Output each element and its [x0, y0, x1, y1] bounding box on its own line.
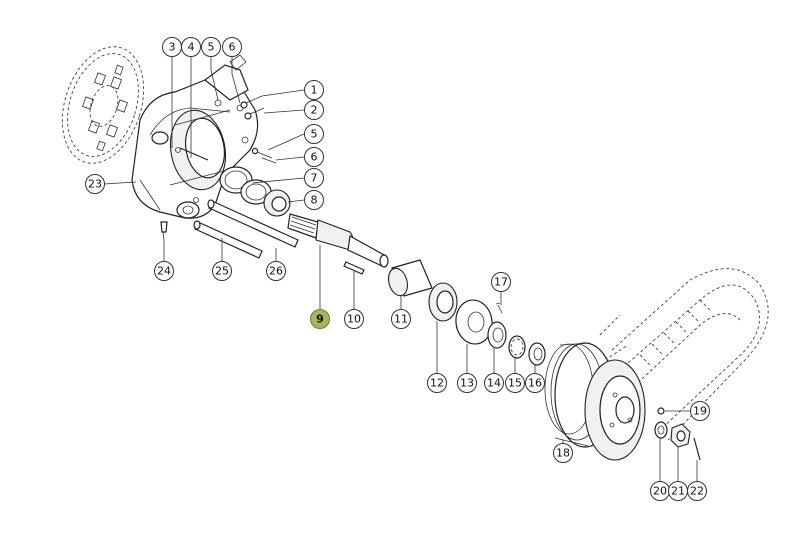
- part-12-bearing: [428, 282, 458, 322]
- svg-text:5: 5: [208, 41, 215, 54]
- callout-15[interactable]: 15: [505, 373, 525, 393]
- svg-text:7: 7: [311, 172, 318, 185]
- callout-21[interactable]: 21: [668, 481, 688, 501]
- part-16-circlip: [528, 342, 546, 366]
- callout-14[interactable]: 14: [484, 373, 504, 393]
- callout-20[interactable]: 20: [650, 481, 670, 501]
- svg-text:17: 17: [494, 276, 508, 289]
- callout-11[interactable]: 11: [391, 309, 411, 329]
- callout-25[interactable]: 25: [212, 261, 232, 281]
- part-22-pin: [693, 437, 701, 461]
- part-7-rings: [219, 166, 272, 205]
- part-9-shaft: [287, 213, 389, 268]
- callout-9-highlighted[interactable]: 9: [310, 309, 330, 329]
- svg-text:9: 9: [316, 313, 324, 326]
- part-25-pin: [193, 220, 263, 259]
- part-19-ball: [657, 407, 665, 415]
- part-8-bearing: [263, 189, 291, 217]
- part-24-screw: [160, 221, 168, 241]
- callout-16[interactable]: 16: [525, 373, 545, 393]
- svg-text:11: 11: [394, 313, 408, 326]
- svg-text:16: 16: [528, 377, 542, 390]
- svg-text:1: 1: [311, 84, 318, 97]
- callout-1[interactable]: 1: [304, 80, 324, 100]
- part-13-plate: [455, 299, 493, 345]
- part-18-pulley-belt: [544, 268, 769, 461]
- svg-text:15: 15: [508, 377, 522, 390]
- svg-text:13: 13: [460, 377, 474, 390]
- svg-text:19: 19: [693, 405, 707, 418]
- part-4-stud: [179, 147, 209, 161]
- callout-3[interactable]: 3: [162, 37, 182, 57]
- bolts-5-6: [251, 147, 277, 164]
- part-26-pin: [207, 199, 299, 248]
- leader-lines: [103, 57, 698, 481]
- svg-text:23: 23: [88, 178, 102, 191]
- svg-text:18: 18: [556, 447, 570, 460]
- callout-10[interactable]: 10: [344, 309, 364, 329]
- callout-7[interactable]: 7: [304, 168, 324, 188]
- callout-17[interactable]: 17: [491, 272, 511, 292]
- svg-text:24: 24: [157, 265, 171, 278]
- svg-text:8: 8: [311, 194, 318, 207]
- svg-text:26: 26: [269, 265, 283, 278]
- callout-5-side[interactable]: 5: [304, 124, 324, 144]
- svg-text:20: 20: [653, 485, 667, 498]
- part-11-sleeve: [387, 259, 433, 297]
- svg-text:6: 6: [229, 41, 236, 54]
- svg-text:22: 22: [690, 485, 704, 498]
- svg-text:25: 25: [215, 265, 229, 278]
- svg-text:3: 3: [169, 41, 176, 54]
- svg-text:4: 4: [188, 41, 195, 54]
- svg-text:5: 5: [311, 128, 318, 141]
- part-10-key: [343, 261, 365, 275]
- callout-26[interactable]: 26: [266, 261, 286, 281]
- callout-22[interactable]: 22: [687, 481, 707, 501]
- part-23-clutch-disc: [61, 46, 145, 164]
- callout-2[interactable]: 2: [304, 100, 324, 120]
- callout-24[interactable]: 24: [154, 261, 174, 281]
- callout-12[interactable]: 12: [427, 373, 447, 393]
- svg-text:2: 2: [311, 104, 318, 117]
- svg-text:10: 10: [347, 313, 361, 326]
- callout-5-top[interactable]: 5: [201, 37, 221, 57]
- svg-text:12: 12: [430, 377, 444, 390]
- part-17-screw: [495, 302, 503, 314]
- callout-6-side[interactable]: 6: [304, 147, 324, 167]
- callout-13[interactable]: 13: [457, 373, 477, 393]
- svg-text:14: 14: [487, 377, 501, 390]
- callout-8[interactable]: 8: [304, 190, 324, 210]
- callout-4[interactable]: 4: [181, 37, 201, 57]
- housing-flange: [131, 54, 259, 219]
- part-14-washer: [487, 321, 507, 349]
- svg-text:6: 6: [311, 151, 318, 164]
- callout-19[interactable]: 19: [690, 401, 710, 421]
- part-21-nut: [670, 423, 691, 448]
- part-15-ring: [508, 335, 526, 359]
- svg-text:21: 21: [671, 485, 685, 498]
- callout-23[interactable]: 23: [85, 174, 105, 194]
- bolts-1-2: [240, 95, 265, 120]
- callout-18[interactable]: 18: [553, 443, 573, 463]
- callout-6-top[interactable]: 6: [222, 37, 242, 57]
- part-20-washer: [654, 421, 668, 439]
